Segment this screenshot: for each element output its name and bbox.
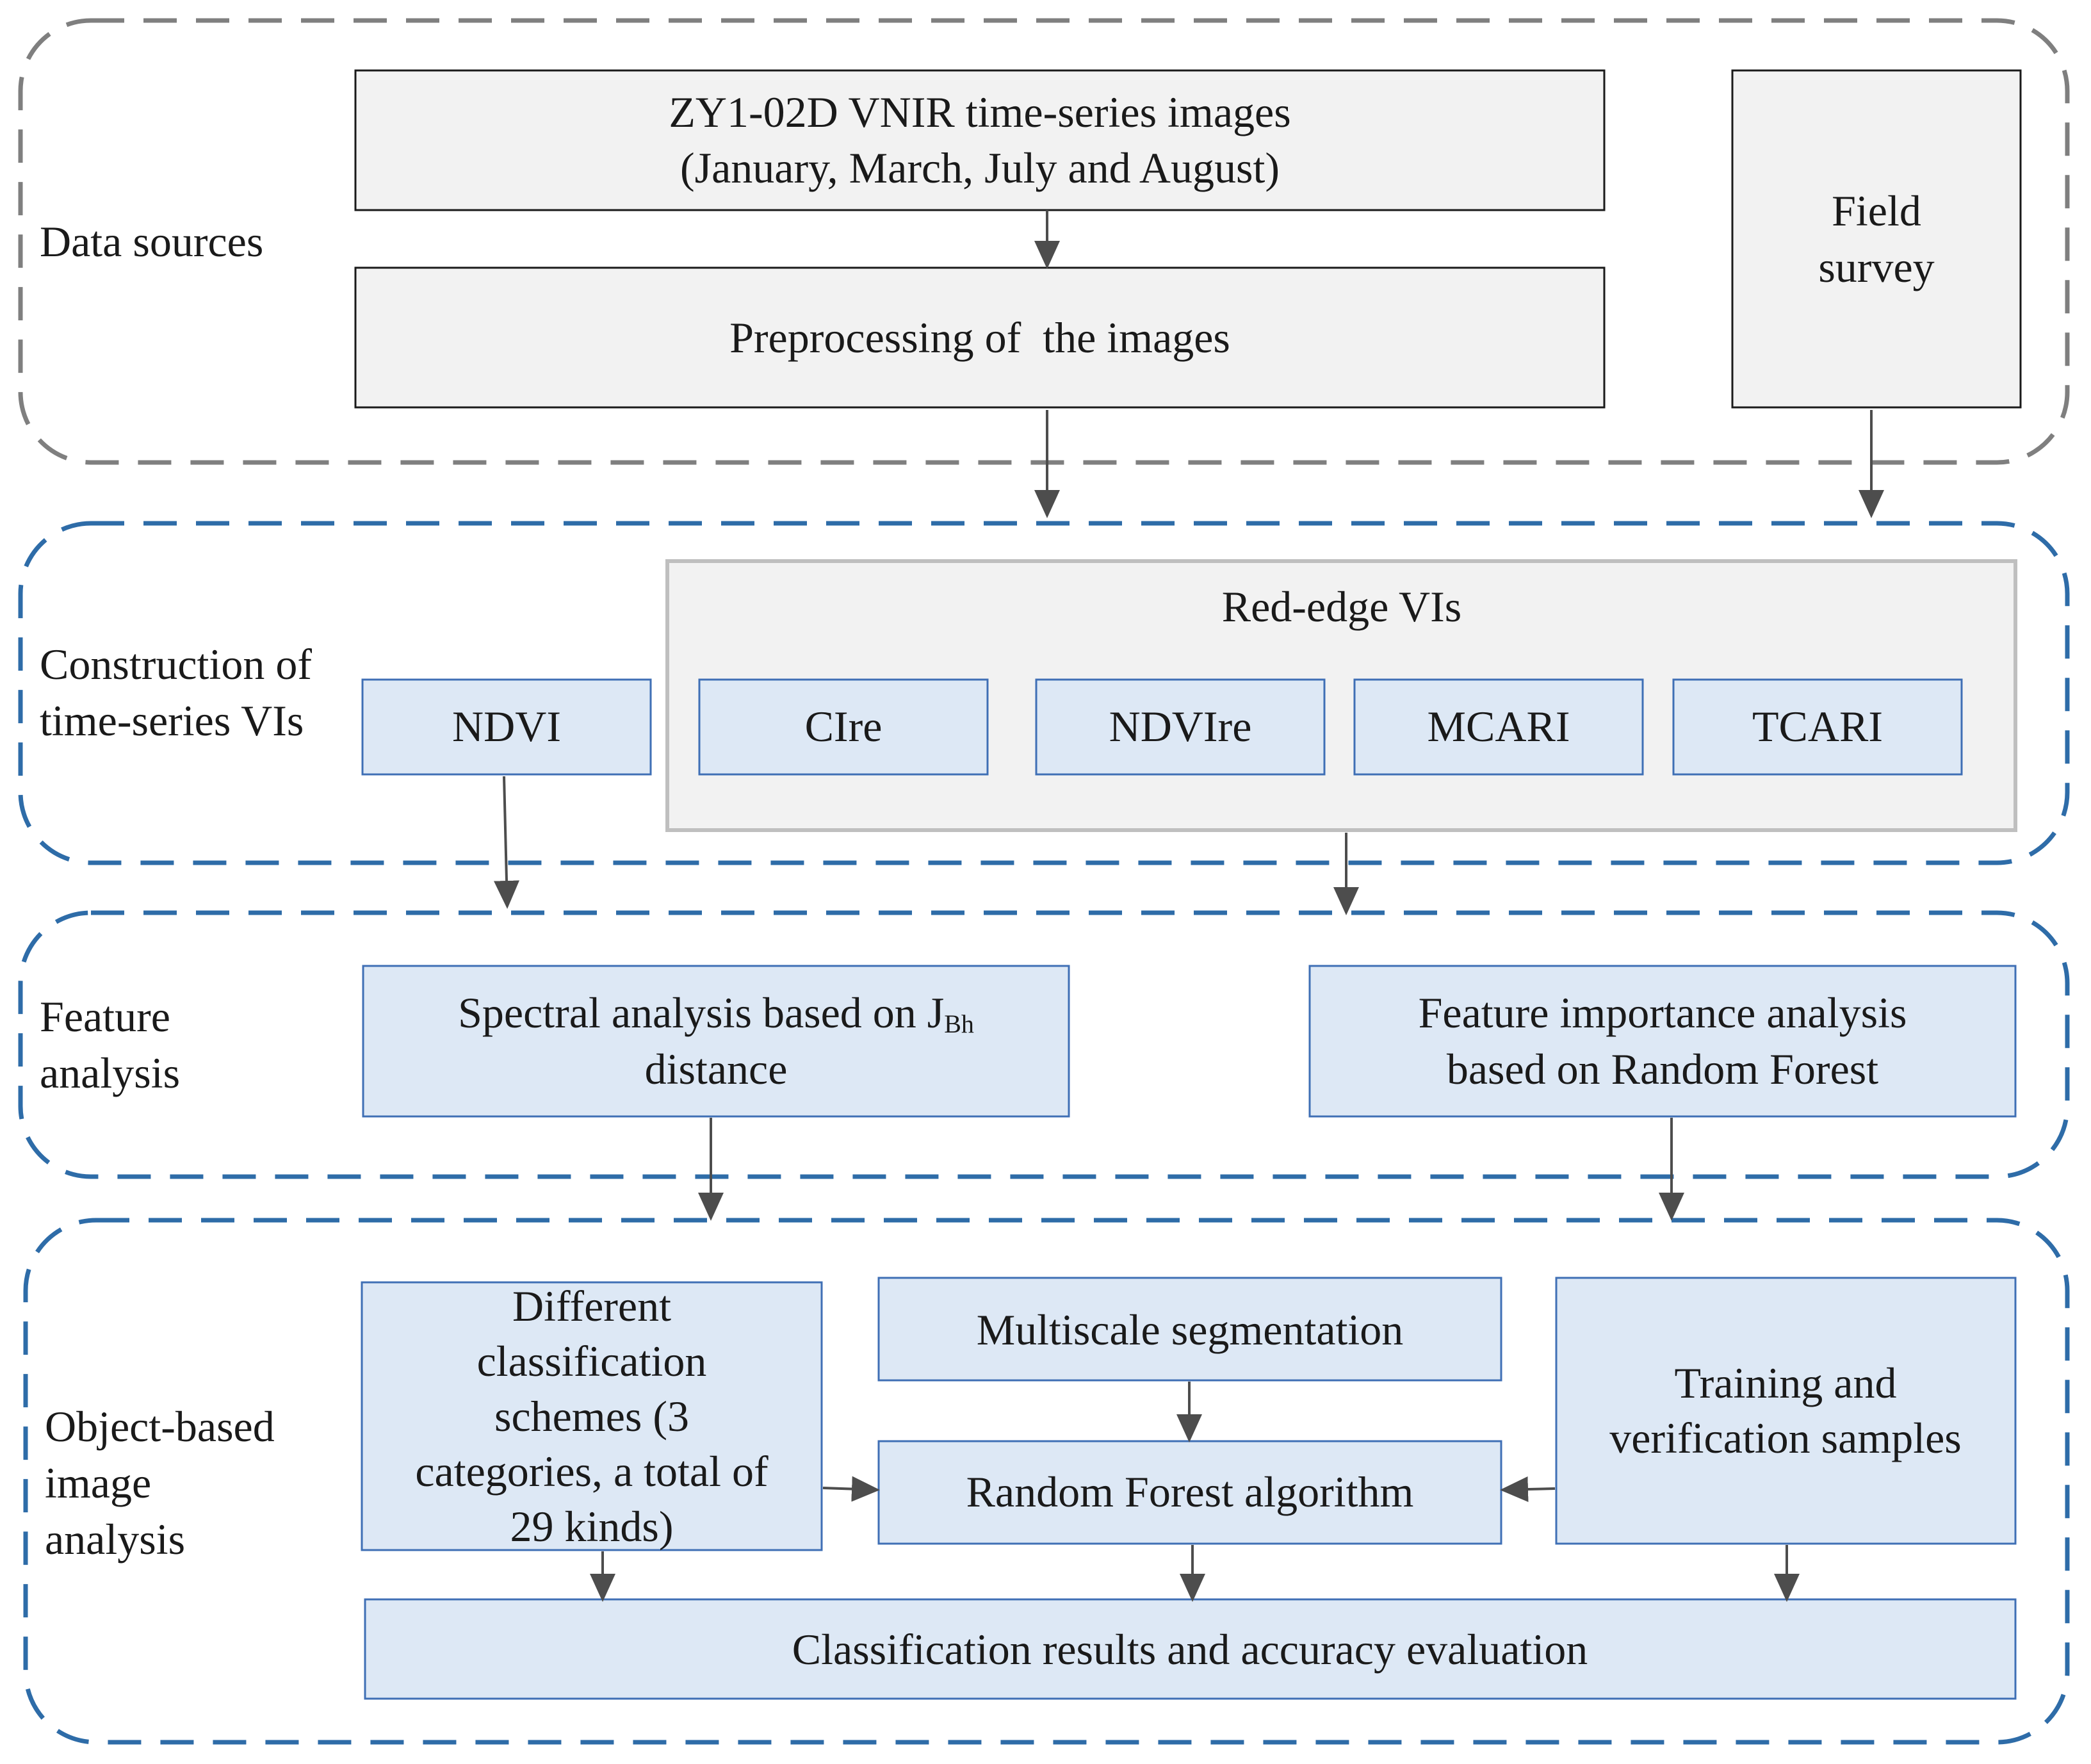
classification-results-label: Classification results and accuracy eval… — [792, 1625, 1588, 1674]
object-analysis-frame — [23, 1218, 2070, 1745]
cire-box: CIre — [698, 678, 989, 776]
schemes-line4: categories, a total of — [415, 1447, 769, 1496]
ndvi-box: NDVI — [361, 678, 652, 776]
ndvire-box: NDVIre — [1035, 678, 1326, 776]
mcari-box: MCARI — [1353, 678, 1644, 776]
spectral-analysis-box: Spectral analysis based on JBh distance — [362, 965, 1070, 1118]
multiscale-segmentation-label: Multiscale segmentation — [977, 1305, 1404, 1354]
random-forest-label: Random Forest algorithm — [966, 1467, 1414, 1516]
zy-images-line1: ZY1-02D VNIR time-series images — [669, 88, 1290, 136]
tcari-label: TCARI — [1752, 702, 1883, 751]
classification-schemes-box: Different classification schemes (3 cate… — [361, 1281, 823, 1551]
tcari-box: TCARI — [1672, 678, 1963, 776]
spectral-analysis-line1: Spectral analysis based on JBh — [458, 988, 974, 1038]
arrow-training-to-random-forest — [1500, 1476, 1556, 1503]
section-label-feature-line1: Feature — [40, 992, 170, 1041]
section-label-object-line2: image — [45, 1458, 151, 1507]
mcari-label: MCARI — [1428, 702, 1570, 751]
spectral-analysis-main: Spectral analysis based on J — [458, 988, 944, 1037]
section-label-feature-line2: analysis — [40, 1049, 180, 1097]
schemes-line1: Different — [512, 1282, 671, 1330]
feature-importance-line1: Feature importance analysis — [1419, 988, 1907, 1037]
schemes-line3: schemes (3 — [494, 1392, 689, 1441]
training-samples-line1: Training and — [1675, 1359, 1897, 1407]
arrow-ndvi-to-feature — [494, 776, 520, 909]
section-label-object-line1: Object-based — [45, 1402, 275, 1451]
training-samples-line2: verification samples — [1609, 1414, 1961, 1462]
classification-results-box: Classification results and accuracy eval… — [364, 1598, 2017, 1700]
spectral-analysis-subscript: Bh — [944, 1009, 974, 1038]
preprocessing-label: Preprocessing of the images — [729, 313, 1230, 362]
ndvi-label: NDVI — [452, 702, 561, 751]
field-survey-box: Field survey — [1731, 69, 2022, 409]
section-label-construction-line1: Construction of — [40, 640, 312, 689]
red-edge-vis-title: Red-edge VIs — [1222, 582, 1462, 631]
cire-label: CIre — [805, 702, 883, 751]
data-sources-frame — [18, 18, 2070, 465]
preprocessing-box: Preprocessing of the images — [354, 266, 1606, 409]
feature-importance-box: Feature importance analysis based on Ran… — [1308, 965, 2017, 1118]
feature-analysis-frame — [18, 910, 2070, 1179]
zy1-02d-images-box: ZY1-02D VNIR time-series images (January… — [354, 69, 1606, 211]
schemes-line2: classification — [477, 1337, 707, 1385]
random-forest-box: Random Forest algorithm — [877, 1440, 1502, 1545]
field-survey-line2: survey — [1818, 243, 1934, 291]
ndvire-label: NDVIre — [1109, 702, 1252, 751]
zy-images-line2: (January, March, July and August) — [680, 143, 1280, 192]
field-survey-line1: Field — [1832, 186, 1921, 235]
schemes-line5: 29 kinds) — [510, 1502, 674, 1551]
feature-importance-line2: based on Random Forest — [1447, 1045, 1878, 1093]
section-label-data-sources: Data sources — [40, 217, 263, 266]
multiscale-segmentation-box: Multiscale segmentation — [877, 1277, 1502, 1382]
training-samples-box: Training and verification samples — [1555, 1277, 2017, 1545]
section-label-object-line3: analysis — [45, 1515, 185, 1564]
construction-frame — [18, 521, 2070, 865]
arrow-schemes-to-random-forest — [822, 1476, 880, 1502]
spectral-analysis-line2: distance — [645, 1045, 788, 1093]
section-label-construction-line2: time-series VIs — [40, 696, 304, 745]
